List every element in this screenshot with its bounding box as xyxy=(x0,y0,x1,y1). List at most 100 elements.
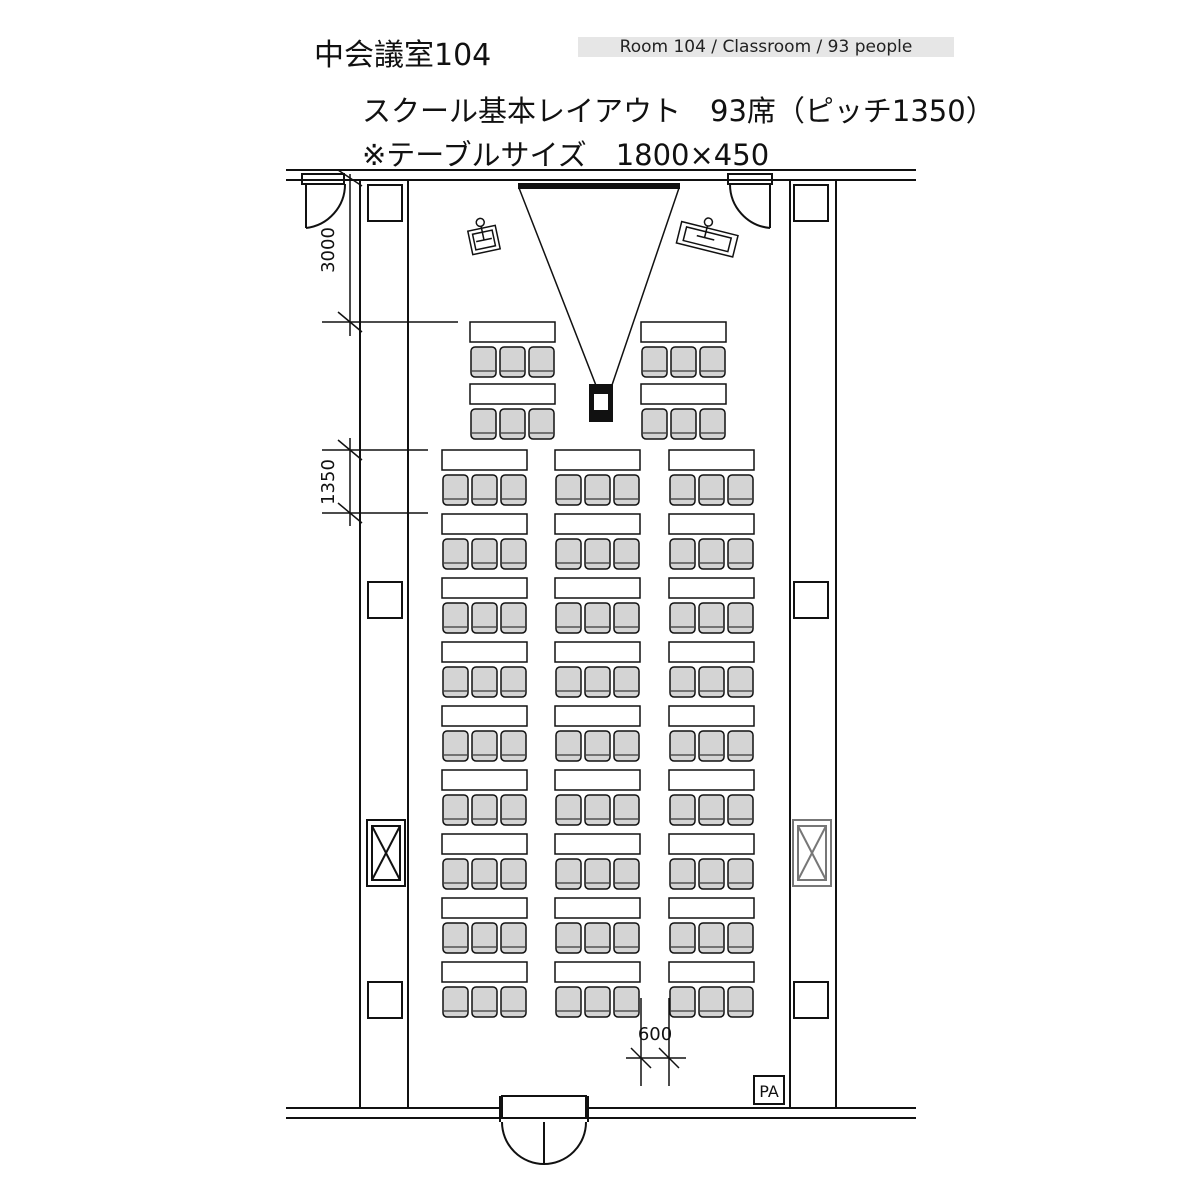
chair xyxy=(442,538,469,570)
chair xyxy=(500,602,527,634)
chair xyxy=(471,858,498,890)
walls xyxy=(286,169,916,1119)
chair xyxy=(669,538,696,570)
chair xyxy=(670,346,697,378)
room-summary-badge: Room 104 / Classroom / 93 people xyxy=(578,37,954,57)
chair xyxy=(500,666,527,698)
entrance-double-door xyxy=(499,1095,589,1166)
chair xyxy=(442,858,469,890)
chair xyxy=(528,408,555,440)
table xyxy=(441,641,528,663)
chair xyxy=(584,602,611,634)
chair xyxy=(555,474,582,506)
chair xyxy=(555,858,582,890)
chair xyxy=(698,474,725,506)
table xyxy=(441,577,528,599)
chair xyxy=(555,666,582,698)
room-title: 中会議室104 xyxy=(314,38,492,73)
chair xyxy=(471,794,498,826)
left-cabinet xyxy=(366,819,406,887)
chair xyxy=(471,474,498,506)
dimension-front-gap-label: 3000 xyxy=(318,227,339,273)
seating-layout xyxy=(441,321,755,1018)
table xyxy=(554,513,641,535)
chair xyxy=(555,986,582,1018)
chair xyxy=(669,730,696,762)
table xyxy=(554,577,641,599)
chair xyxy=(584,538,611,570)
chair xyxy=(669,858,696,890)
table xyxy=(469,383,556,405)
chair xyxy=(613,858,640,890)
table xyxy=(668,577,755,599)
chair xyxy=(500,474,527,506)
chair xyxy=(499,346,526,378)
table xyxy=(668,833,755,855)
table xyxy=(441,449,528,471)
chair xyxy=(727,858,754,890)
pa-box xyxy=(753,1075,785,1105)
chair xyxy=(698,922,725,954)
chair xyxy=(442,474,469,506)
chair xyxy=(698,986,725,1018)
chair xyxy=(471,730,498,762)
chair xyxy=(442,986,469,1018)
chair xyxy=(471,602,498,634)
table xyxy=(554,449,641,471)
dimension-row-pitch xyxy=(322,438,428,526)
layout-description: スクール基本レイアウト 93席（ピッチ1350） xyxy=(362,94,995,128)
chair xyxy=(727,666,754,698)
chair xyxy=(470,408,497,440)
table xyxy=(554,897,641,919)
chair xyxy=(442,730,469,762)
chair xyxy=(613,794,640,826)
table xyxy=(441,961,528,983)
chair xyxy=(584,666,611,698)
table xyxy=(668,641,755,663)
chair xyxy=(470,346,497,378)
dimension-front-gap xyxy=(322,169,458,336)
chair xyxy=(699,408,726,440)
chair xyxy=(698,538,725,570)
table xyxy=(441,513,528,535)
table xyxy=(640,383,727,405)
chair xyxy=(613,666,640,698)
chair xyxy=(669,474,696,506)
projection-screen xyxy=(518,183,680,389)
chair xyxy=(584,730,611,762)
chair xyxy=(613,474,640,506)
table xyxy=(668,961,755,983)
table xyxy=(441,833,528,855)
chair xyxy=(584,794,611,826)
chair xyxy=(584,986,611,1018)
table xyxy=(668,897,755,919)
chair xyxy=(555,922,582,954)
chair xyxy=(555,730,582,762)
chair xyxy=(500,986,527,1018)
table xyxy=(554,705,641,727)
dimension-row-pitch-label: 1350 xyxy=(318,459,339,505)
table-size-note: ※テーブルサイズ 1800×450 xyxy=(362,138,770,172)
chair xyxy=(442,666,469,698)
chair xyxy=(698,794,725,826)
chair xyxy=(500,538,527,570)
chair xyxy=(727,602,754,634)
chair xyxy=(670,408,697,440)
chair xyxy=(584,474,611,506)
chair xyxy=(698,666,725,698)
chair xyxy=(727,986,754,1018)
chair xyxy=(698,602,725,634)
table xyxy=(668,449,755,471)
chair xyxy=(613,986,640,1018)
table xyxy=(668,769,755,791)
chair xyxy=(669,666,696,698)
table xyxy=(640,321,727,343)
pa-label: PA xyxy=(759,1082,779,1101)
dimension-aisle-label: 600 xyxy=(638,1024,672,1045)
right-cabinet xyxy=(792,819,832,887)
columns xyxy=(367,184,829,1019)
chair xyxy=(555,538,582,570)
chair xyxy=(727,474,754,506)
chair xyxy=(442,602,469,634)
